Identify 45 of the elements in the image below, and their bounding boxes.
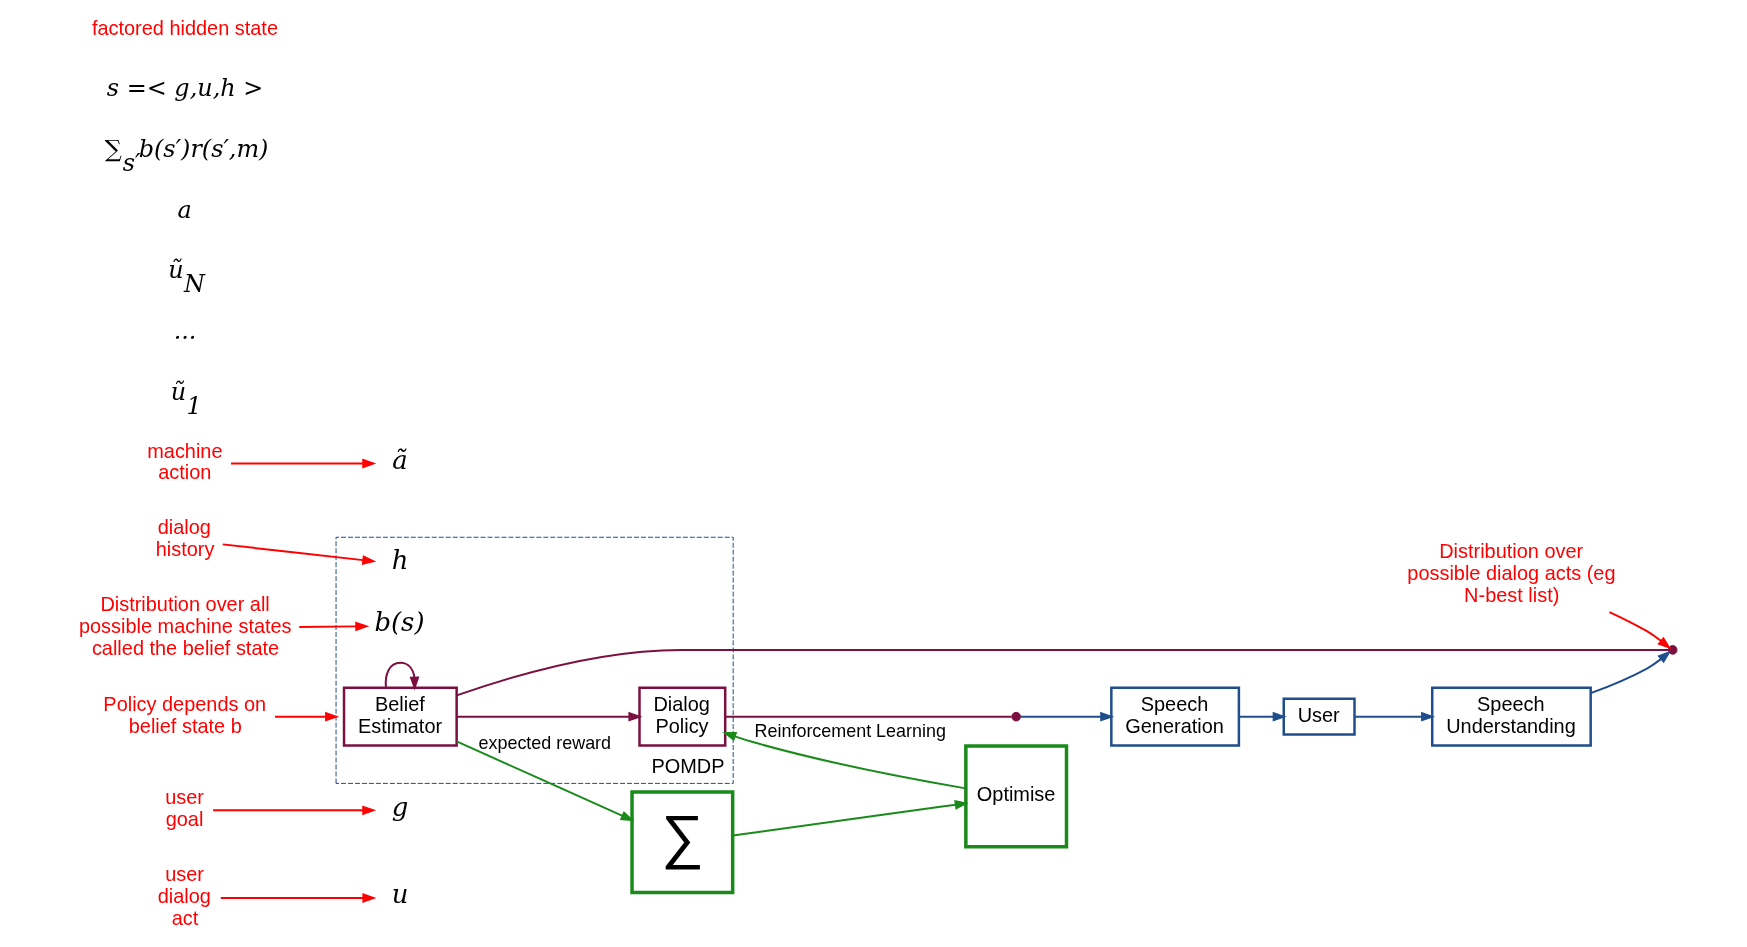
arrow xyxy=(721,732,967,790)
arrow xyxy=(229,458,376,469)
arrow xyxy=(297,621,369,632)
arrow xyxy=(219,893,376,903)
label: factored hidden state xyxy=(91,17,278,40)
node-text: b(s) xyxy=(373,607,424,638)
node-circle xyxy=(1667,645,1677,655)
arrow xyxy=(1607,611,1671,650)
arrow xyxy=(1237,711,1287,722)
label: a xyxy=(177,195,192,224)
node-text: user goal xyxy=(164,786,204,831)
connector xyxy=(455,648,1669,697)
node-box: Belief Estimator xyxy=(342,686,458,747)
label: s =< g,u,h > xyxy=(106,74,263,103)
node-box: Speech Understanding xyxy=(1430,686,1592,747)
node-box: Optimise xyxy=(963,744,1068,849)
arrow xyxy=(731,799,969,837)
node-text: dialog history xyxy=(155,516,214,561)
node-box: Speech Generation xyxy=(1109,686,1240,747)
arrow xyxy=(1353,711,1435,722)
arrow xyxy=(1589,650,1671,695)
node-box: ∑ xyxy=(629,790,734,895)
node-box: Dialog Policy xyxy=(637,686,726,747)
arrow xyxy=(455,711,642,722)
arrow xyxy=(221,543,376,565)
arrow xyxy=(384,661,419,691)
arrow xyxy=(455,740,635,822)
node-text: machine action xyxy=(146,439,223,484)
connector xyxy=(723,715,1013,718)
node-text: Policy depends on belief state b xyxy=(102,692,266,737)
node-text: user dialog act xyxy=(157,863,211,929)
node-text: u xyxy=(391,879,409,910)
node-circle xyxy=(1010,711,1021,722)
label: ... xyxy=(173,317,196,346)
node-text: Distribution over all possible machine states called the belief state xyxy=(78,593,292,659)
node-text: g xyxy=(391,791,408,822)
arrow xyxy=(1019,711,1114,722)
node-text: Distribution over possible dialog acts (eg N-best list) xyxy=(1406,540,1616,607)
arrow xyxy=(211,805,376,816)
arrow xyxy=(273,711,339,722)
node-text: h xyxy=(391,545,409,576)
node-text: ã xyxy=(391,444,408,475)
edge-label: Reinforcement Learning xyxy=(754,720,946,741)
node-box: User xyxy=(1282,697,1356,736)
edge-label: expected reward xyxy=(478,732,611,753)
